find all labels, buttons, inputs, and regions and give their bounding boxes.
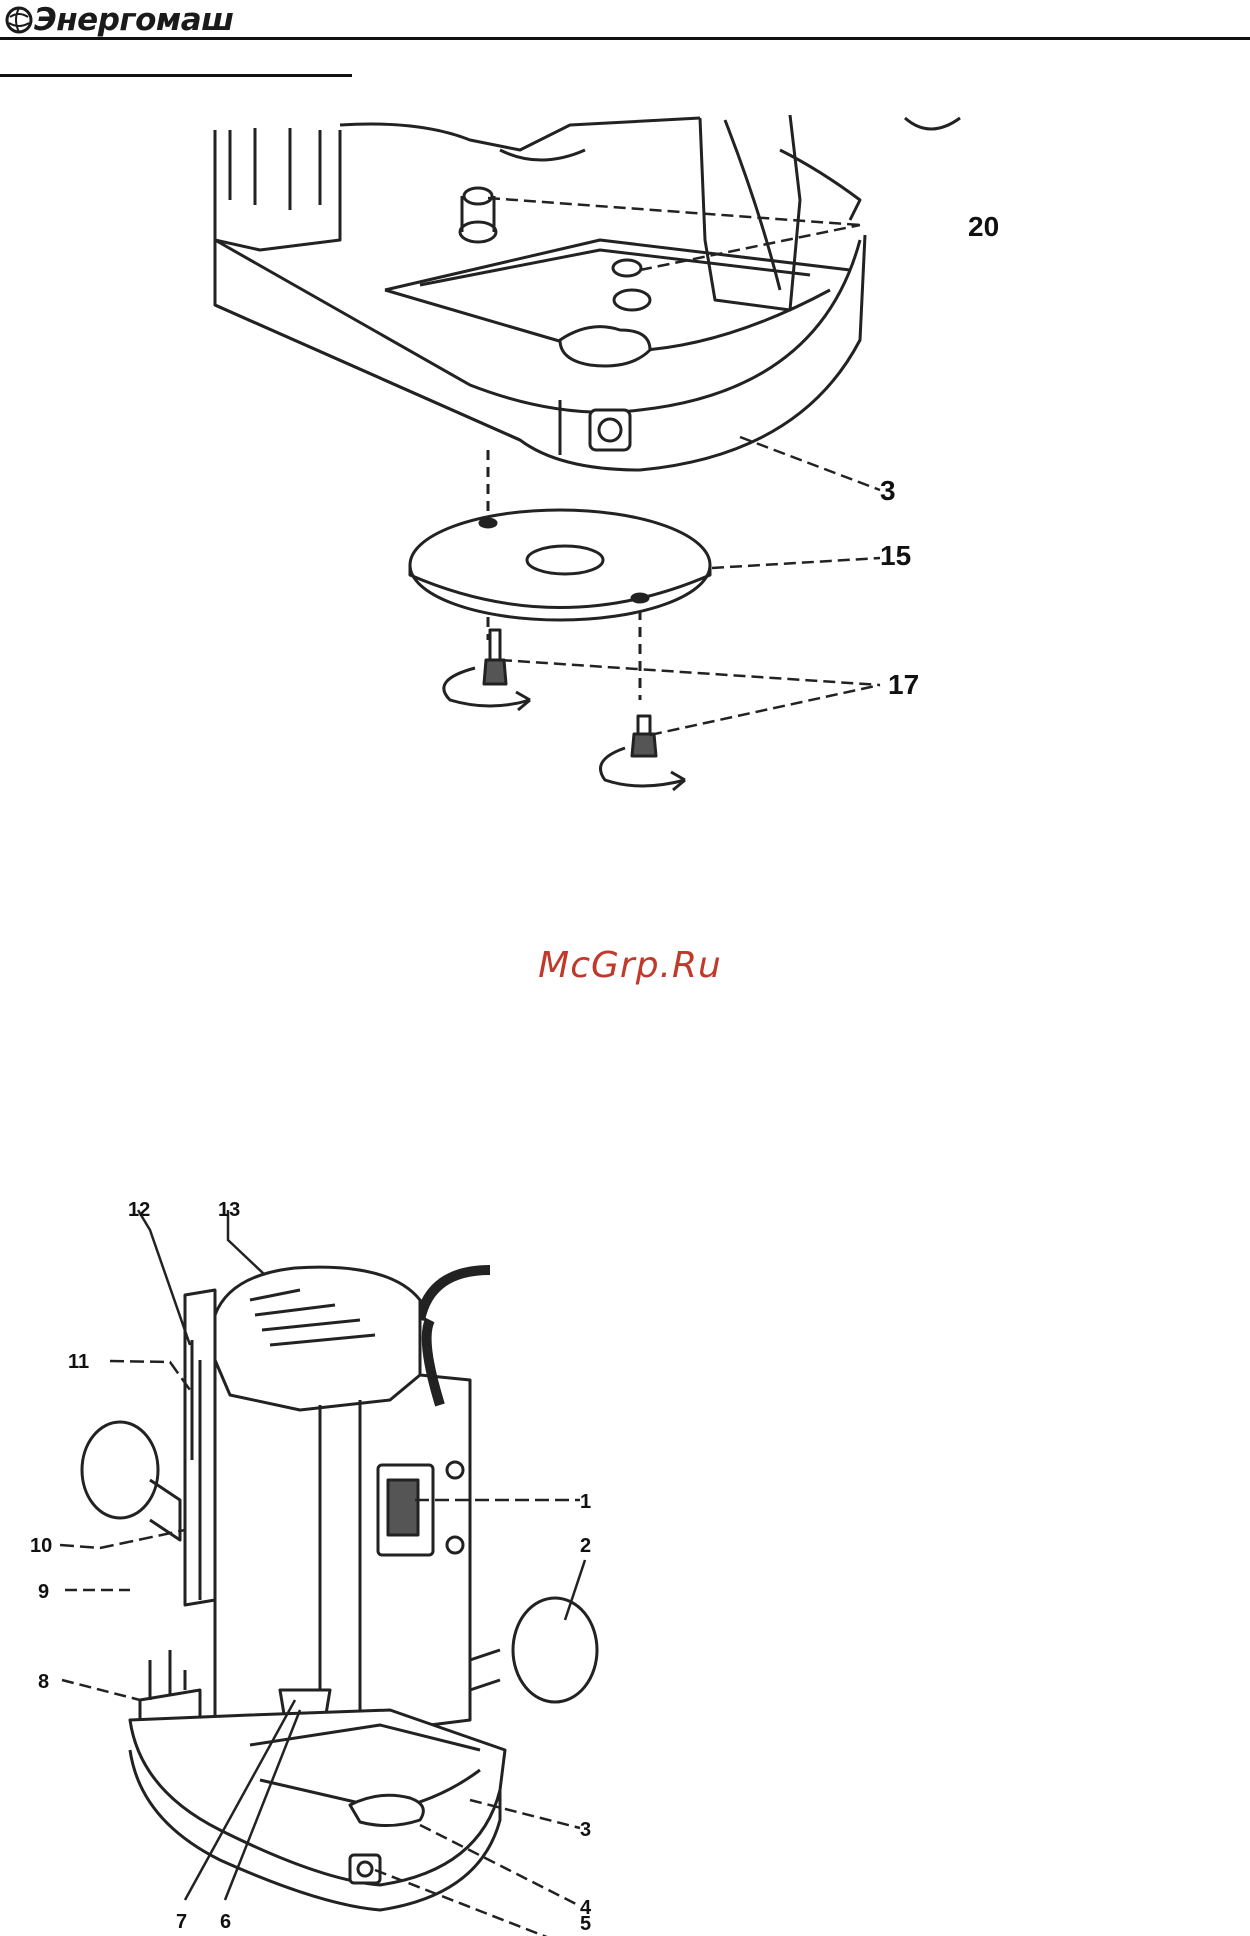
callout-3-bottom: 3: [580, 1819, 591, 1841]
callout-2: 2: [580, 1535, 591, 1557]
callout-13: 13: [218, 1199, 240, 1221]
callout-11: 11: [68, 1351, 89, 1373]
callout-6: 6: [220, 1911, 231, 1933]
callout-8: 8: [38, 1671, 49, 1693]
callout-12: 12: [128, 1199, 150, 1221]
callout-9: 9: [38, 1581, 49, 1603]
callout-5: 5: [580, 1913, 591, 1935]
callout-10: 10: [30, 1535, 52, 1557]
callout-1: 1: [580, 1491, 591, 1513]
callout-7: 7: [176, 1911, 187, 1933]
